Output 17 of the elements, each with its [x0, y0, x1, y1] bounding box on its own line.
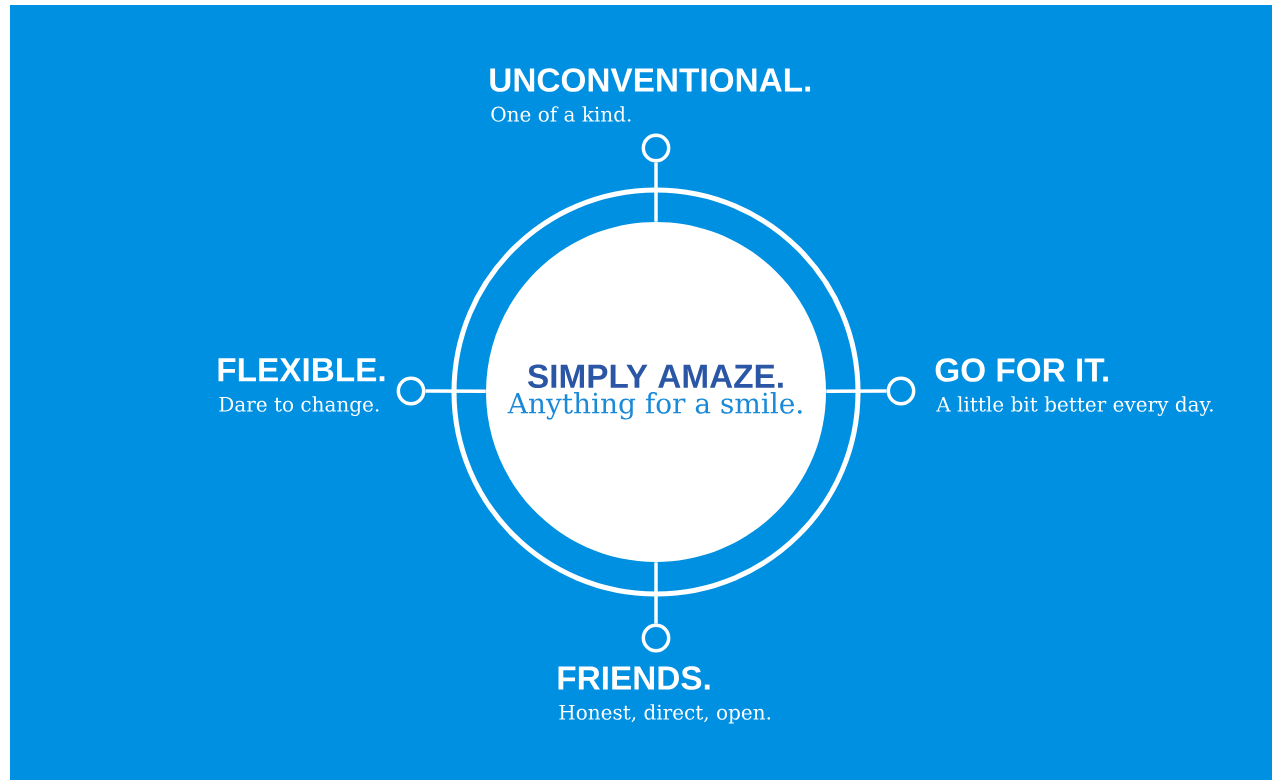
connector-line: [654, 562, 658, 624]
connector-line: [654, 162, 658, 222]
small-circle: [641, 623, 671, 653]
ring: [451, 187, 861, 597]
small-circle: [396, 376, 426, 406]
connector-line: [826, 389, 887, 394]
tagline: One of a kind.: [491, 106, 631, 122]
connector-line: [425, 389, 486, 394]
small-circle: [886, 376, 916, 406]
heading: GO FOR IT.: [935, 358, 1108, 382]
heading: UNCONVENTIONAL.: [490, 68, 811, 92]
tagline: A little bit better every day.: [936, 396, 1213, 416]
small-circle: [641, 133, 671, 163]
heading: FLEXIBLE.: [218, 358, 385, 382]
heading: FRIENDS.: [558, 666, 710, 690]
tagline: Dare to change.: [219, 396, 379, 416]
tagline: Honest, direct, open.: [559, 704, 771, 724]
